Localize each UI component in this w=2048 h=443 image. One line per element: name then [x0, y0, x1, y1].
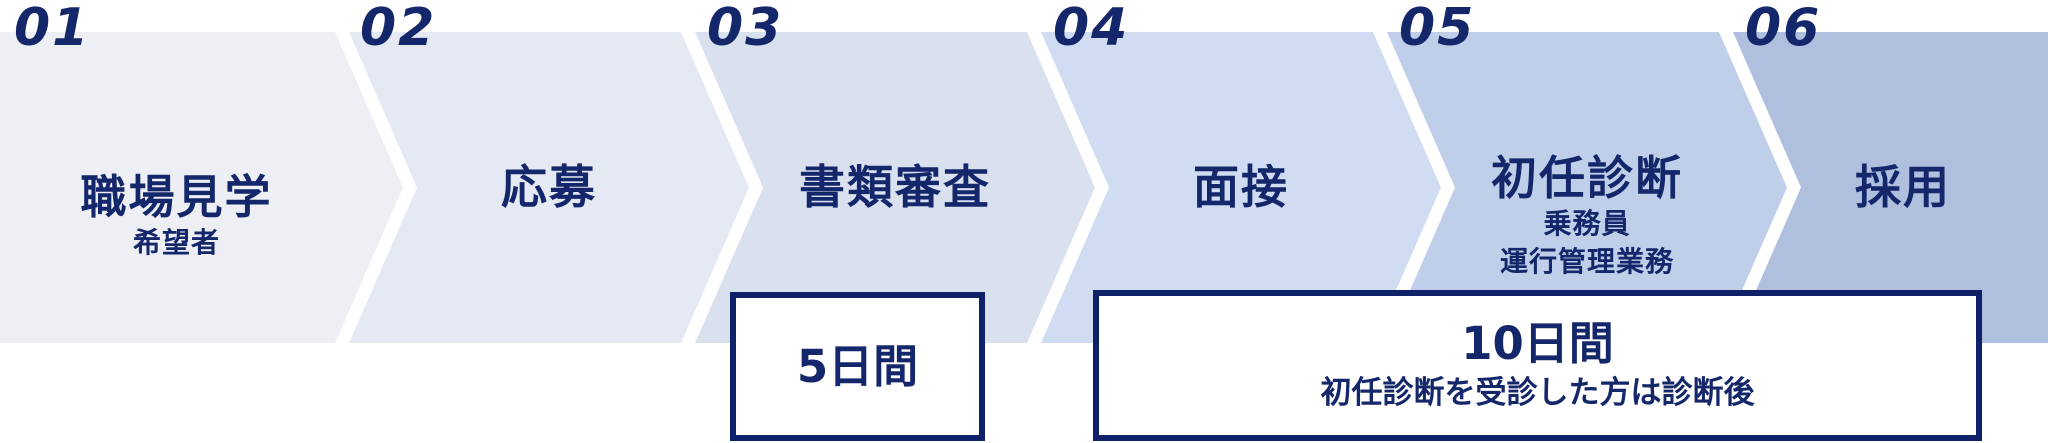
step-chevron-workplace-visit: 職場見学 希望者	[0, 32, 403, 343]
step-number-06: 06	[1745, 0, 1822, 58]
step-number-02: 02	[360, 0, 437, 58]
duration-subtitle: 初任診断を受診した方は診断後	[1320, 375, 1755, 412]
step-chevron-application: 応募	[349, 32, 749, 343]
step-label: 書類審査	[799, 160, 991, 215]
step-label: 応募	[501, 160, 597, 215]
step-number-04: 04	[1053, 0, 1130, 58]
step-number-03: 03	[707, 0, 784, 58]
duration-box-interview-to-hire: 10日間 初任診断を受診した方は診断後	[1093, 290, 1982, 441]
duration-box-screening: 5日間	[730, 292, 985, 441]
step-sublabel: 希望者	[132, 226, 220, 260]
step-number-05: 05	[1399, 0, 1476, 58]
duration-title: 5日間	[796, 339, 919, 393]
step-sublabel: 乗務員	[1543, 207, 1631, 241]
step-label: 面接	[1193, 160, 1289, 215]
step-label: 職場見学	[80, 170, 273, 225]
duration-title: 10日間	[1461, 317, 1614, 371]
step-number-01: 01	[14, 0, 91, 58]
step-label: 採用	[1855, 160, 1951, 215]
step-label: 初任診断	[1491, 151, 1683, 206]
step-sublabel: 運行管理業務	[1499, 244, 1674, 278]
